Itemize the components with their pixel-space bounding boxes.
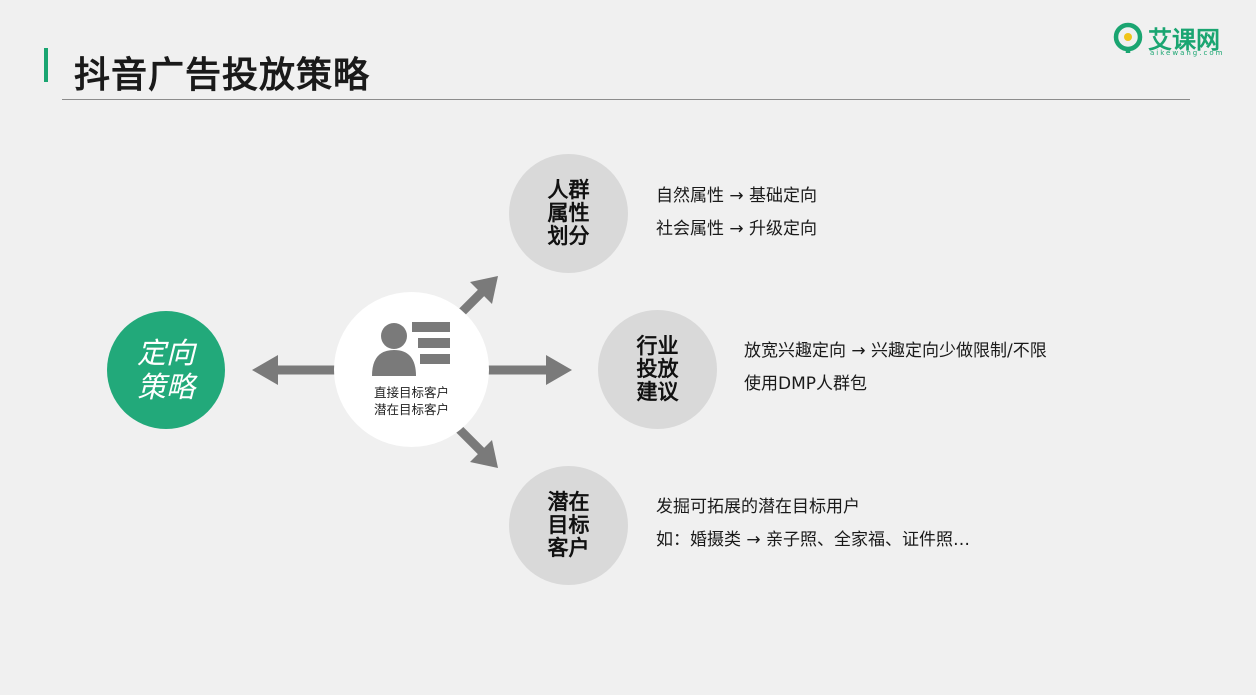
branch-node-industry-advice: 行业投放建议 — [598, 310, 717, 429]
logo-mark-icon — [1113, 22, 1143, 53]
branch-description-potential-customers: 发掘可拓展的潜在目标用户 如：婚摄类 → 亲子照、全家福、证件照… — [656, 491, 970, 557]
center-node-text: 直接目标客户 潜在目标客户 — [334, 384, 489, 418]
description-line: 自然属性 → 基础定向 — [656, 186, 818, 206]
description-line: 如：婚摄类 → 亲子照、全家福、证件照… — [656, 530, 971, 550]
branch-node-potential-customers: 潜在目标客户 — [509, 466, 628, 585]
center-node-line-2: 潜在目标客户 — [373, 402, 449, 417]
user-list-icon — [372, 322, 450, 376]
center-node-target-customers: 直接目标客户 潜在目标客户 — [334, 292, 489, 447]
slide-title: 抖音广告投放策略 — [74, 55, 371, 96]
logo-domain: aikewang.com — [1150, 49, 1225, 57]
main-node-targeting-strategy: 定向策略 — [107, 311, 225, 429]
center-node-line-1: 直接目标客户 — [373, 385, 449, 400]
description-line: 社会属性 → 升级定向 — [656, 219, 818, 239]
title-divider — [62, 99, 1190, 100]
branch-description-audience-attributes: 自然属性 → 基础定向 社会属性 → 升级定向 — [656, 180, 817, 246]
main-node-label: 定向策略 — [136, 336, 195, 404]
branch-node-label: 潜在目标客户 — [547, 490, 590, 560]
description-line: 发掘可拓展的潜在目标用户 — [656, 497, 860, 517]
branch-description-industry-advice: 放宽兴趣定向 → 兴趣定向少做限制/不限 使用DMP人群包 — [744, 335, 1047, 401]
description-line: 放宽兴趣定向 → 兴趣定向少做限制/不限 — [744, 341, 1047, 361]
description-line: 使用DMP人群包 — [744, 374, 868, 394]
logo: 艾课网 aikewang.com — [1112, 20, 1232, 60]
logo-text: 艾课网 — [1148, 26, 1220, 54]
branch-node-label: 人群属性划分 — [547, 178, 590, 248]
branch-node-label: 行业投放建议 — [636, 334, 679, 404]
title-accent-bar — [44, 48, 48, 82]
branch-node-audience-attributes: 人群属性划分 — [509, 154, 628, 273]
